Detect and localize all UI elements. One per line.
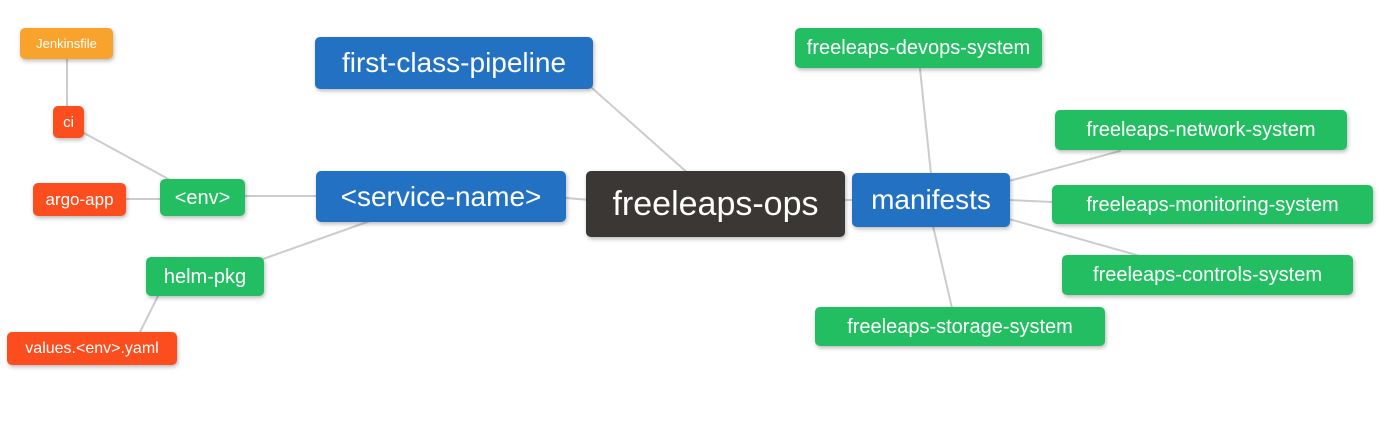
node-manifests[interactable]: manifests (852, 173, 1010, 227)
edge-manifests-to-freeleaps-storage-system (932, 225, 953, 309)
node-env[interactable]: <env> (160, 179, 245, 216)
edge-manifests-to-freeleaps-network-system (1008, 150, 1121, 182)
node-values-env-yaml[interactable]: values.<env>.yaml (7, 332, 177, 365)
edge-values-env-yaml-to-helm-pkg (139, 295, 159, 333)
node-service-name[interactable]: <service-name> (316, 171, 566, 222)
node-freeleaps-ops[interactable]: freeleaps-ops (586, 171, 845, 237)
node-argo-app[interactable]: argo-app (33, 183, 126, 216)
node-freeleaps-monitoring-system[interactable]: freeleaps-monitoring-system (1052, 185, 1373, 224)
edge-manifests-to-freeleaps-devops-system (919, 68, 932, 175)
edge-first-class-pipeline-to-freeleaps-ops (591, 87, 691, 176)
edge-manifests-to-freeleaps-controls-system (1008, 218, 1141, 257)
node-jenkinsfile[interactable]: Jenkinsfile (20, 28, 113, 59)
node-helm-pkg[interactable]: helm-pkg (146, 257, 264, 296)
node-ci[interactable]: ci (53, 106, 84, 138)
edge-ci-to-env (83, 132, 173, 182)
node-freeleaps-storage-system[interactable]: freeleaps-storage-system (815, 307, 1105, 346)
node-freeleaps-controls-system[interactable]: freeleaps-controls-system (1062, 255, 1353, 295)
edge-manifests-to-freeleaps-monitoring-system (1008, 199, 1054, 203)
node-first-class-pipeline[interactable]: first-class-pipeline (315, 37, 593, 89)
node-freeleaps-devops-system[interactable]: freeleaps-devops-system (795, 28, 1042, 68)
node-freeleaps-network-system[interactable]: freeleaps-network-system (1055, 110, 1347, 150)
edge-helm-pkg-to-service-name (262, 220, 371, 260)
